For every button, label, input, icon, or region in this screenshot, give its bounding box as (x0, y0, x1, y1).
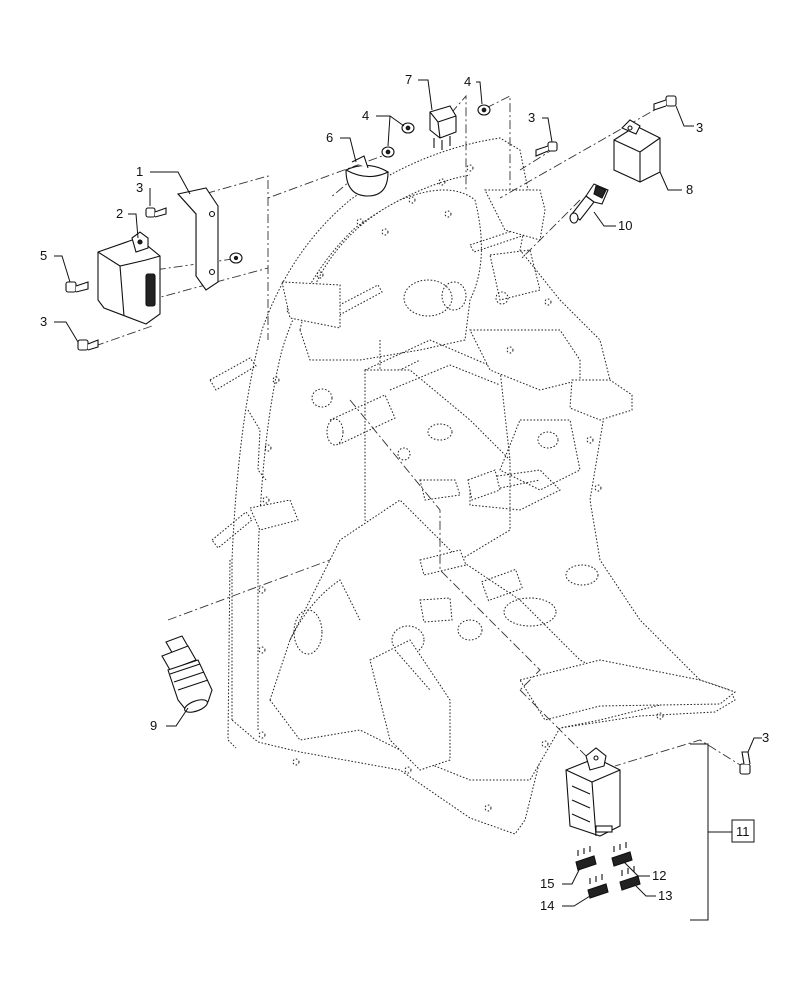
bolt-3b (77, 339, 99, 351)
callout-9: 9 (150, 718, 157, 733)
terminal-14 (587, 874, 609, 899)
callout-5: 5 (40, 248, 47, 263)
main-housing (209, 137, 737, 835)
part-11-connector-block (565, 747, 621, 837)
callout-15: 15 (540, 876, 554, 891)
bolt-5 (65, 281, 89, 293)
callout-12: 12 (652, 868, 666, 883)
callout-3-lower-left: 3 (40, 314, 47, 329)
callout-3-center: 3 (528, 110, 535, 125)
nut-4a (401, 122, 415, 134)
terminal-15 (575, 846, 597, 871)
terminal-12 (611, 842, 633, 867)
part-8-cover (613, 119, 661, 183)
callout-13: 13 (658, 888, 672, 903)
kit-bracket (690, 743, 732, 921)
callout-14: 14 (540, 898, 554, 913)
nut-near-part-1 (229, 252, 243, 264)
bolt-3e (739, 751, 751, 775)
bolt-3a (145, 207, 167, 218)
part-7-relay (429, 105, 457, 150)
callout-labels: 1 3 2 5 3 6 4 7 4 3 3 8 10 9 3 11 12 13 … (40, 72, 769, 913)
callout-11: 11 (736, 824, 750, 839)
assembly-lines (94, 94, 746, 771)
nut-4b (381, 146, 395, 158)
terminal-13 (619, 866, 641, 891)
leader-lines (54, 79, 762, 907)
part-10-sensor (569, 183, 609, 224)
part-6-clamp (344, 155, 390, 197)
callout-3-lower-right: 3 (762, 730, 769, 745)
callout-3-upper-left: 3 (136, 180, 143, 195)
part-1-mounting-plate (176, 187, 219, 291)
bolt-3c (535, 141, 558, 157)
callout-7: 7 (405, 72, 412, 87)
callout-box-11 (731, 819, 755, 843)
callout-3-upper-right: 3 (696, 120, 703, 135)
nut-4c (477, 104, 491, 116)
callout-1: 1 (136, 164, 143, 179)
callout-2: 2 (116, 206, 123, 221)
callout-4-right: 4 (464, 74, 471, 89)
part-2-control-module (97, 231, 161, 325)
callout-4-left: 4 (362, 108, 369, 123)
terminals (575, 842, 641, 899)
callout-10: 10 (618, 218, 632, 233)
part-9-pressure-switch (161, 635, 213, 713)
bolt-3d (653, 95, 677, 111)
fasteners (65, 95, 751, 775)
callout-6: 6 (326, 130, 333, 145)
callout-8: 8 (686, 182, 693, 197)
